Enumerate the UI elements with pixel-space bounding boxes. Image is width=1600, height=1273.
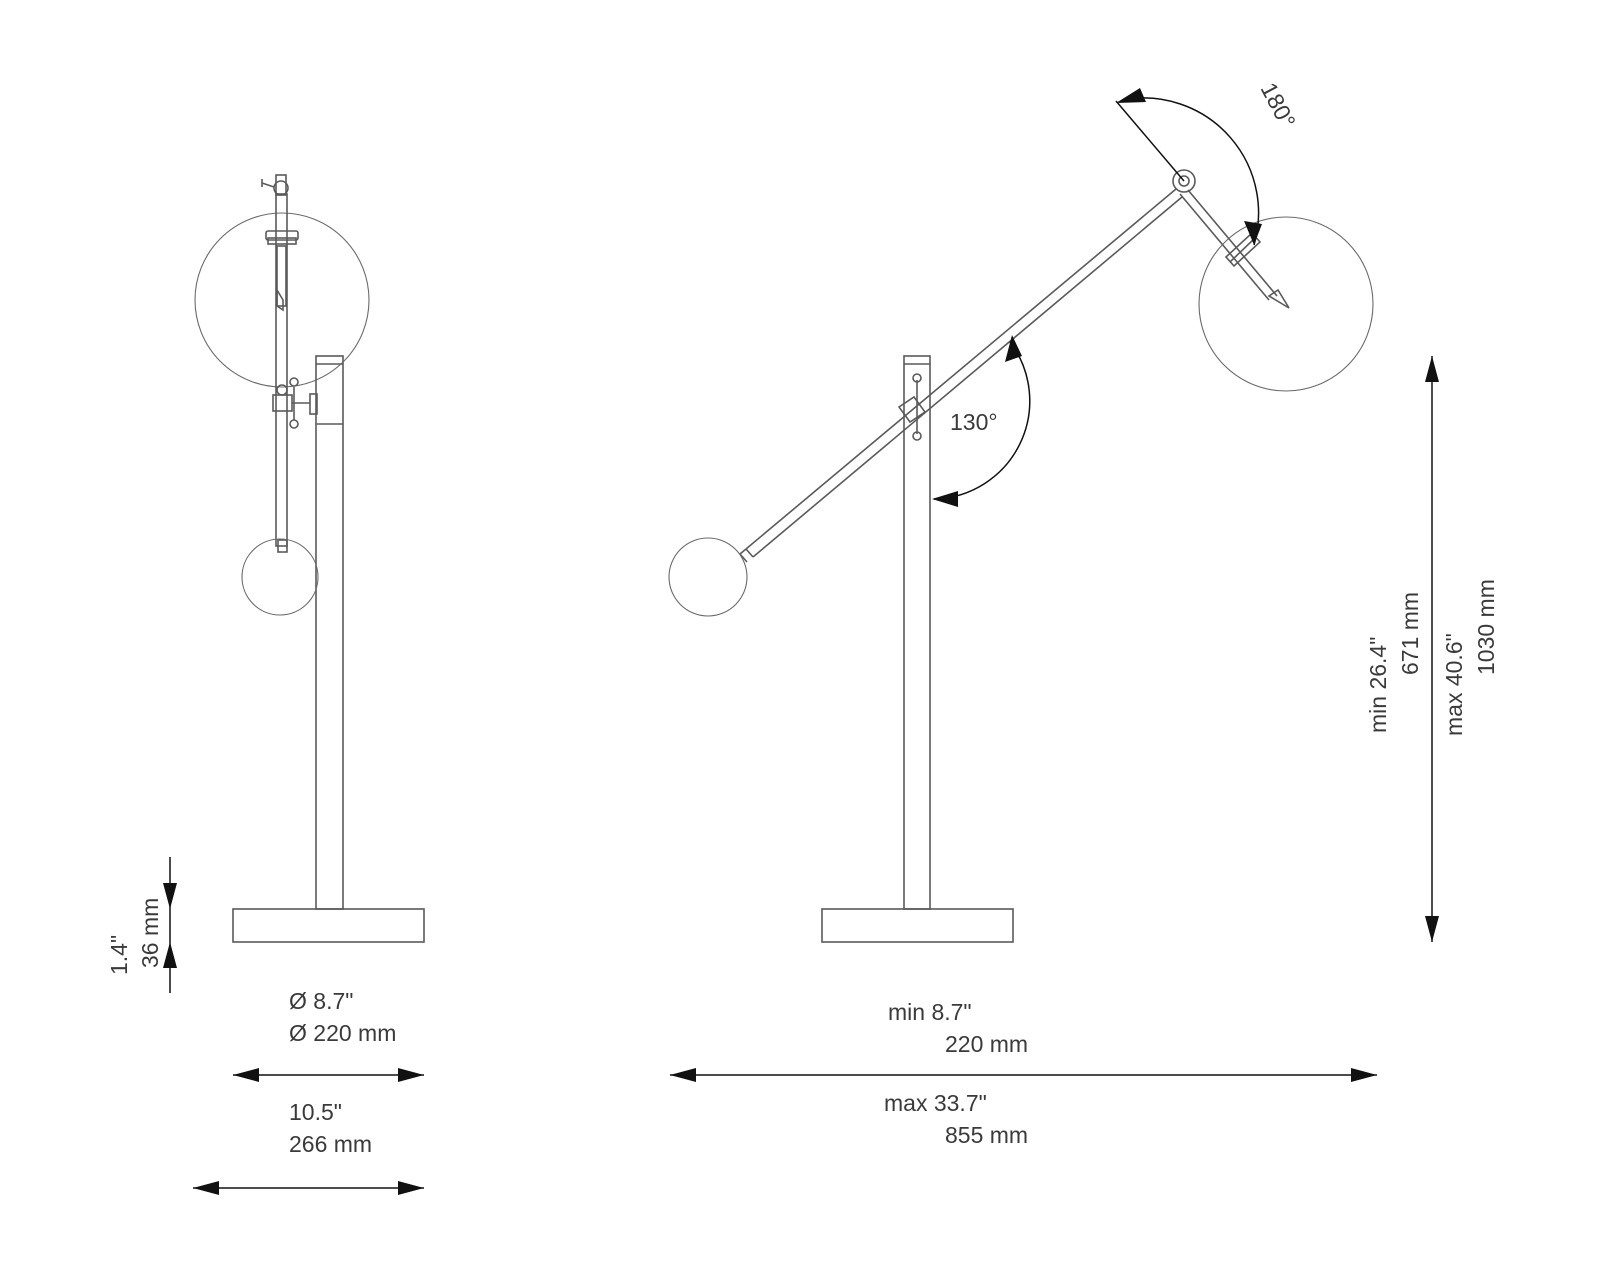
height-max-mm: 1030 mm <box>1473 579 1499 675</box>
head-rotation-label: 180° <box>1256 78 1301 132</box>
height-max-inch: max 40.6" <box>1441 633 1467 736</box>
head-rotation-arc <box>1115 88 1262 246</box>
reach-min-mm: 220 mm <box>945 1031 1028 1057</box>
reach-max-mm: 855 mm <box>945 1122 1028 1148</box>
reach-max-inch: max 33.7" <box>884 1090 987 1116</box>
arm-angle-label: 130° <box>950 409 998 435</box>
base-height-mm: 36 mm <box>137 898 163 968</box>
front-counterweight <box>241 538 319 616</box>
base-diameter-dimension <box>233 1068 424 1082</box>
overall-width-inch: 10.5" <box>289 1099 342 1125</box>
base-diameter-inch: Ø 8.7" <box>289 988 353 1014</box>
side-base <box>821 908 1014 943</box>
side-view-lamp <box>668 169 1374 943</box>
reach-min-inch: min 8.7" <box>888 999 972 1025</box>
front-base <box>232 908 425 943</box>
base-diameter-mm: Ø 220 mm <box>289 1020 396 1046</box>
height-dimension <box>1425 356 1439 942</box>
overall-width-dimension <box>193 1181 424 1195</box>
front-column <box>315 355 344 910</box>
side-arm <box>745 188 1177 550</box>
side-large-globe <box>1198 216 1374 392</box>
base-height-inch: 1.4" <box>106 935 132 975</box>
height-min-mm: 671 mm <box>1397 592 1423 675</box>
overall-width-mm: 266 mm <box>289 1131 372 1157</box>
front-arm <box>275 193 288 547</box>
front-view-lamp <box>194 174 425 943</box>
reach-dimension <box>670 1068 1377 1082</box>
base-height-dimension <box>163 857 177 993</box>
side-counterweight <box>668 537 748 617</box>
front-large-globe <box>194 212 370 388</box>
height-min-inch: min 26.4" <box>1365 637 1391 733</box>
arm-angle-arc <box>932 335 1031 507</box>
side-column <box>903 355 931 910</box>
